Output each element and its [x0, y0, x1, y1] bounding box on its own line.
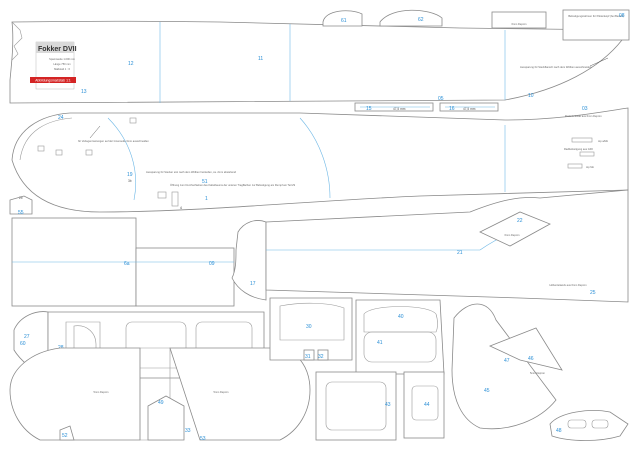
part-number: 13 — [81, 89, 87, 95]
side-cowl: 17 — [231, 220, 267, 301]
spec-line: Länge 750 mm — [53, 62, 70, 66]
part-number: 60 — [20, 341, 26, 347]
right-parts: 45 5mm Depron 46 47 48 — [451, 303, 629, 441]
depron-label: 5mm Depron — [94, 390, 110, 394]
lower-note: Öffnung zum Durchschieben des Kabelbaums… — [170, 183, 296, 187]
dimension-label: 47,5 mm — [463, 107, 476, 111]
part-number: 6a — [124, 261, 130, 267]
part-number: 49 — [158, 400, 164, 406]
scale-banner-text: Abbildungsmaßstab 1:1 — [35, 79, 71, 83]
part-number: 48 — [556, 428, 562, 434]
part-number: 32 — [318, 354, 324, 360]
part-number: 46 — [528, 356, 534, 362]
part-number: 1 — [205, 196, 208, 202]
scale-banner — [30, 77, 76, 83]
part-number: 4 — [180, 206, 182, 210]
fuselage-bottom: 6a 09 — [11, 217, 235, 307]
dimension-strips: 47,5 mm 15 47,5 mm 16 03 — [354, 102, 588, 112]
tail-note: Höhenleitwerk aus 6mm Depron — [549, 283, 587, 287]
part-number: 08 — [619, 13, 625, 19]
part-number: 3b — [128, 179, 132, 183]
part-number: 25 — [590, 290, 596, 296]
part-number: 16 — [449, 106, 455, 112]
part-number: 27 — [24, 334, 30, 340]
part-number: 47 — [504, 358, 510, 364]
part-number: 22 — [517, 218, 523, 224]
spec-line: Spannweite 1.000 mm — [49, 57, 75, 61]
part-number: 61 — [341, 18, 347, 24]
fin-ref: top a/Mo — [598, 139, 609, 143]
part-number: 53 — [200, 436, 206, 442]
lower-panels: 5mm Depron 5mm Depron 34 35 36 37 38 33 — [9, 347, 311, 441]
part-number: 11 — [258, 56, 263, 62]
part-number: 52 — [62, 433, 68, 439]
part-number: 31 — [305, 354, 311, 360]
part-number: 17 — [250, 281, 256, 287]
depron-strip — [491, 11, 547, 29]
part-number: 05 — [438, 96, 444, 102]
dimension-label: 47,5 mm — [393, 107, 406, 111]
top-small-parts: 61 62 6mm Depron Befestigungsrahmen für … — [322, 9, 630, 41]
part-number: 09 — [209, 261, 215, 267]
part-number: 40 — [398, 314, 404, 320]
fuselage-side-middle: für Verlegen/Leitungen auf der Innenseit… — [11, 107, 629, 213]
center-parts: 30 31 32 40 41 43 44 — [269, 297, 445, 441]
part-number: 55 — [18, 210, 24, 216]
holder-note: Befestigungsrahmen für Pilotenkopf (bei … — [568, 14, 624, 18]
cutout-note: für Verlegen/Leitungen auf der Innenseit… — [78, 139, 149, 143]
depron-label: 6mm Depron — [505, 233, 521, 237]
title-block: Fokker DVII Spannweite 1.000 mm Länge 75… — [30, 41, 77, 90]
part-number: 41 — [377, 340, 383, 346]
model-name: Fokker DVII — [38, 46, 77, 53]
spec-line: Maßstab 1 : 6 — [54, 67, 70, 71]
part-number: 30 — [306, 324, 312, 330]
depron-label: 5mm Depron — [530, 371, 546, 375]
part-number: 51 — [202, 179, 208, 185]
depron-label: 6mm Depron — [512, 22, 528, 26]
fin-ref: top Mo — [586, 165, 594, 169]
lower-note: Aussparung für Stecker erst nach dem Wöl… — [146, 170, 237, 174]
fold-note: Aussparung für Steckflansch nach dem Wöl… — [520, 65, 592, 69]
tail-panel: 6mm Depron 21 22 25 Höhenleitwerk aus 6m… — [265, 189, 629, 303]
strut-pieces: 49 52 53 — [59, 395, 206, 442]
wheel-note: Radbefestigung aus GFK — [564, 147, 593, 151]
part-number: 15 — [366, 106, 372, 112]
part-number: 62 — [418, 17, 424, 23]
part-number: 12 — [128, 61, 134, 67]
part-number: 21 — [457, 250, 463, 256]
part-number: 2b — [19, 196, 23, 200]
part-number: 10 — [528, 93, 534, 99]
part-number: 24 — [58, 115, 64, 121]
nose-parts: 2b — [9, 195, 33, 215]
part-number: 45 — [484, 388, 490, 394]
part-number: 44 — [424, 402, 430, 408]
part-number: 19 — [127, 172, 133, 178]
fuselage-side-top: 12 11 13 10 — [9, 20, 623, 104]
part-number: 43 — [385, 402, 391, 408]
part-number: 03 — [582, 106, 588, 112]
depron-label: 5mm Depron — [214, 390, 230, 394]
part-number: 33 — [185, 428, 191, 434]
rudder-note: Ruderlerleiste aus 6mm Depron — [565, 114, 602, 118]
